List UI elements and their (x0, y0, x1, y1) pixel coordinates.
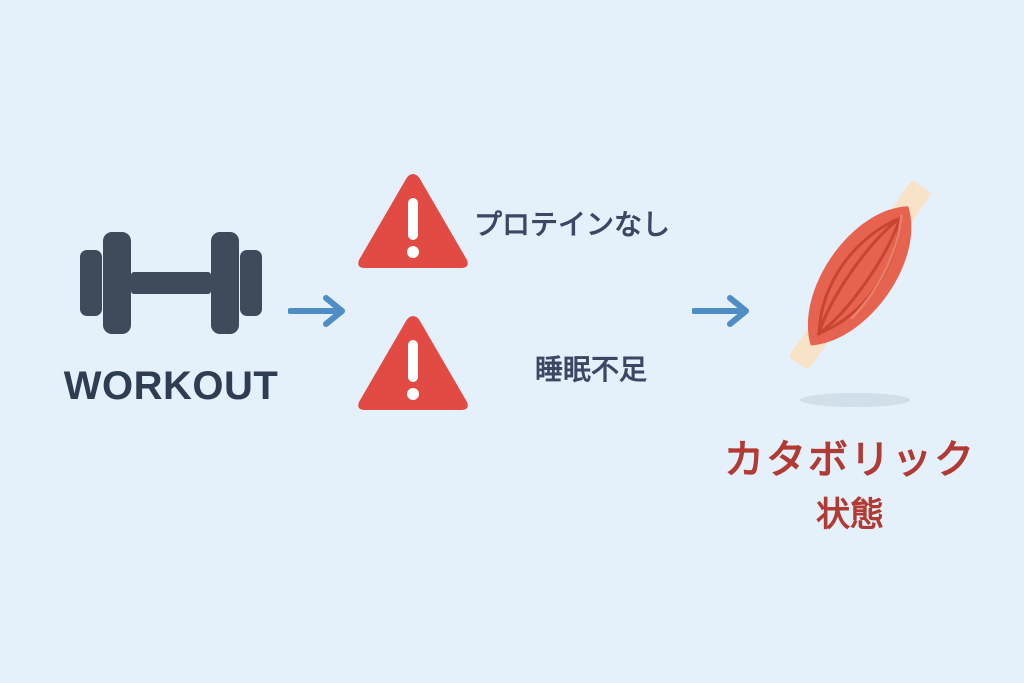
workout-label: WORKOUT (63, 364, 279, 408)
muscle-icon (789, 181, 931, 407)
warning-triangle-icon (358, 174, 468, 268)
dumbbell-icon (80, 232, 262, 334)
warning-text-sleep-deprivation: 睡眠不足 (535, 353, 648, 386)
arrow-right-icon (692, 295, 749, 327)
warning-text-no-protein: プロテインなし (474, 208, 671, 241)
result-label-catabolic: カタボリック (724, 437, 976, 483)
result-label-state: 状態 (816, 495, 884, 535)
arrow-right-icon (288, 295, 345, 327)
warning-triangle-icon (358, 316, 468, 410)
